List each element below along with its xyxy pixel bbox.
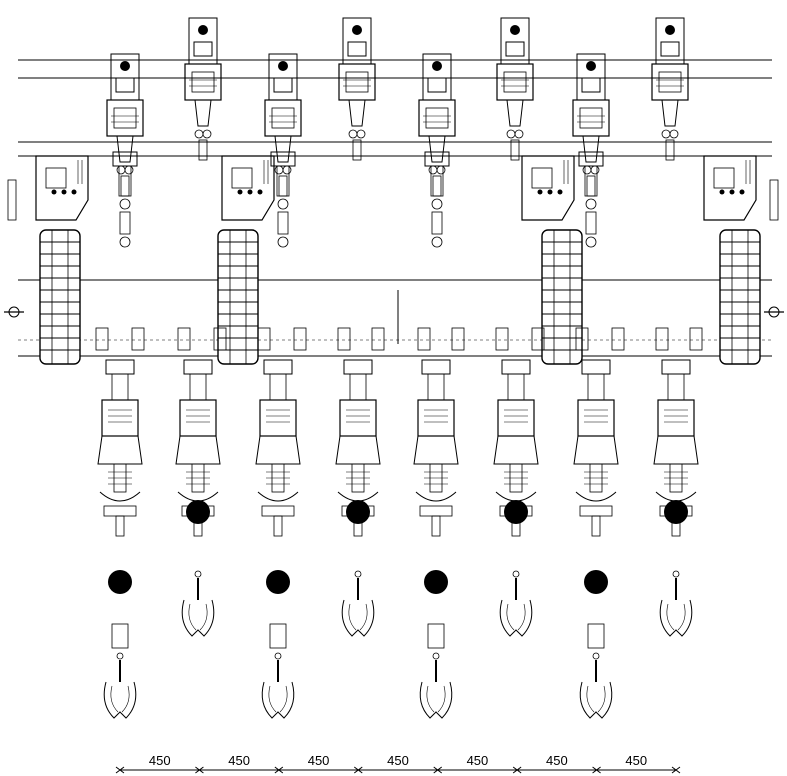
dimension-label: 450: [546, 753, 568, 768]
dimension-label: 450: [308, 753, 330, 768]
bar-clamps: [95, 290, 703, 351]
dimension-label: 450: [228, 753, 250, 768]
dimension-arrow: [274, 766, 284, 774]
dimension-label: 450: [467, 753, 489, 768]
dimension-arrow: [353, 766, 363, 774]
closing-wheels: [103, 570, 693, 719]
wheel-brackets: [35, 155, 757, 221]
dimension-arrow: [512, 766, 522, 774]
left-hitch: [4, 179, 24, 318]
dimension-label: 450: [625, 753, 647, 768]
dimension-label: 450: [387, 753, 409, 768]
upper-row-units: [106, 17, 689, 197]
dimension-arrow: [115, 766, 125, 774]
dimension-arrow: [195, 766, 204, 774]
dimension-arrow: [671, 766, 681, 774]
dimension-arrow: [433, 766, 443, 774]
frame-bars: [18, 59, 772, 357]
dimension-labels: 450 450 450 450 450 450 450: [115, 753, 681, 774]
right-hitch: [764, 179, 784, 318]
dimension-label: 450: [149, 753, 171, 768]
mid-arm-units: [112, 151, 604, 248]
seed-discs: [108, 500, 688, 594]
tires: [39, 229, 761, 365]
dimension-arrow: [592, 766, 601, 774]
